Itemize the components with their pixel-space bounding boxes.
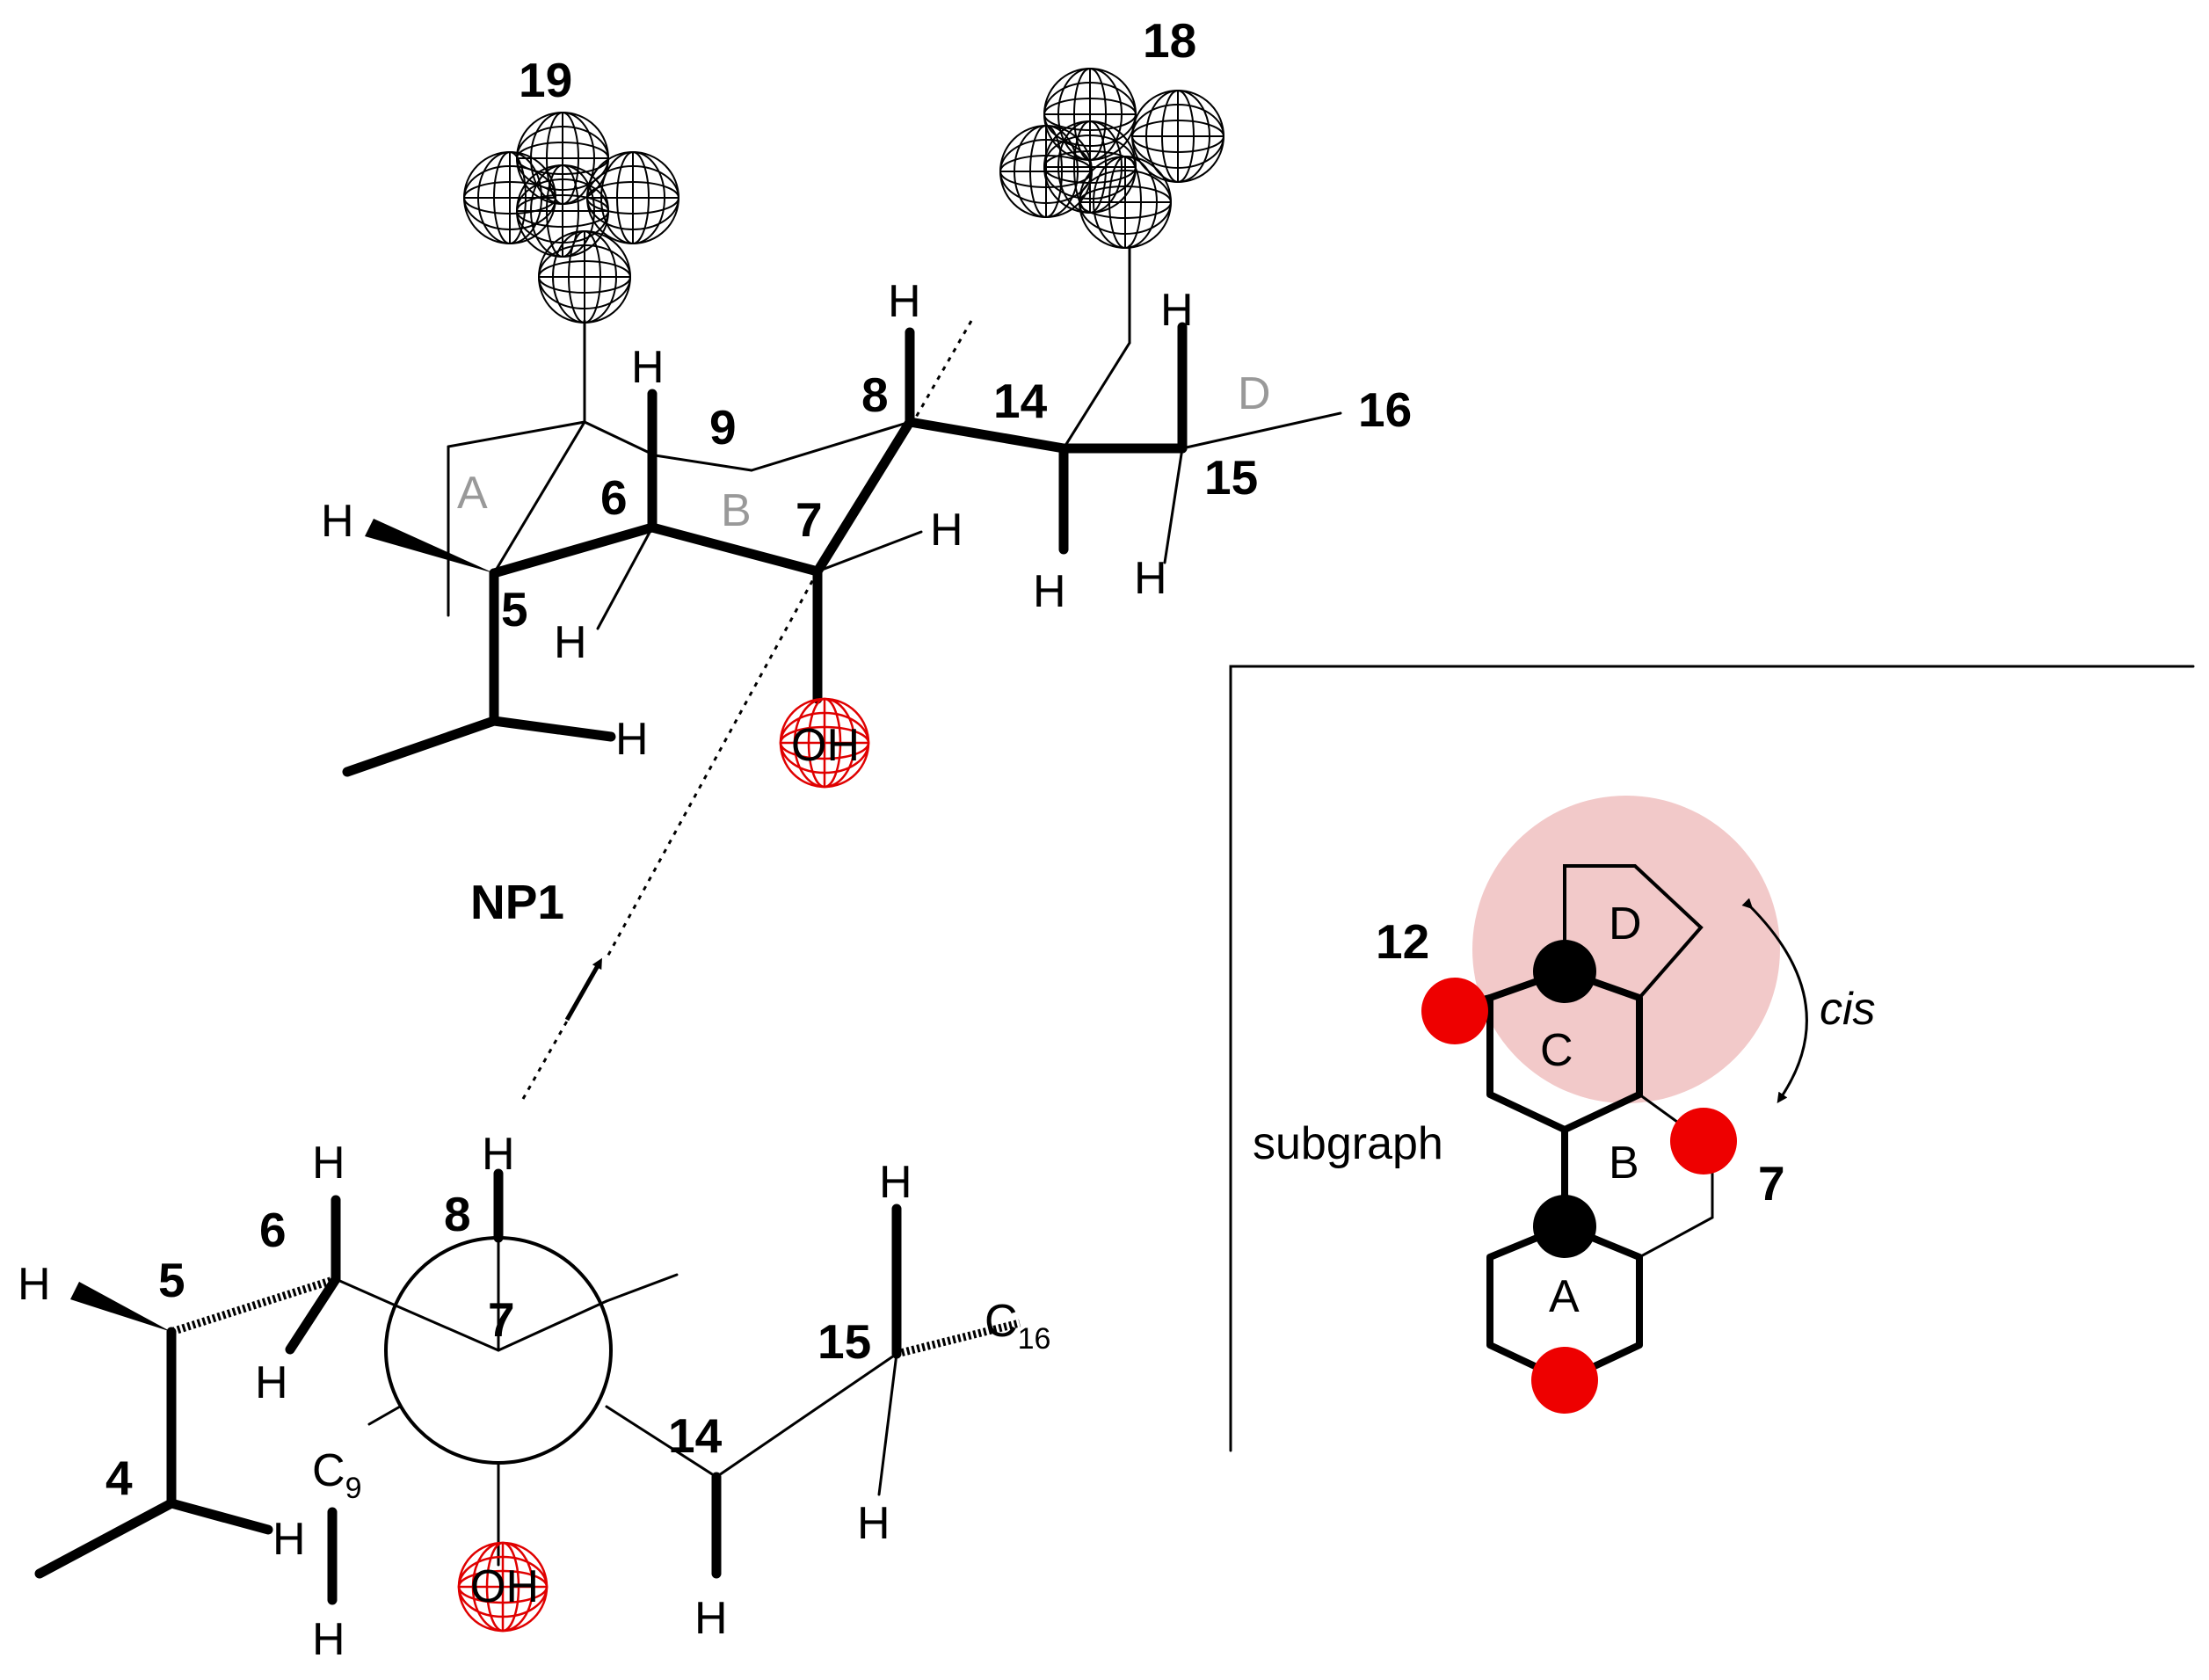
- atom-label-6: 6: [259, 1203, 287, 1257]
- hydrogen-label: H: [554, 617, 587, 668]
- ring-d-highlight: [1472, 796, 1780, 1103]
- atom-label-9: 9: [709, 400, 737, 455]
- hydrogen-label: H: [631, 342, 665, 393]
- atom-label-12: 12: [1376, 914, 1429, 969]
- subgraph-label: subgraph: [1253, 1118, 1443, 1169]
- atom-label-8: 8: [861, 367, 889, 422]
- methyl-18-spheres: [999, 68, 1224, 249]
- carbon-9-label: C9: [312, 1445, 361, 1505]
- atom-label-14: 14: [993, 374, 1048, 428]
- conformer-bonds: [342, 244, 1342, 959]
- ring-label-c: C: [1540, 1025, 1573, 1076]
- hydrogen-label: H: [888, 276, 921, 327]
- atom-label-7: 7: [1758, 1156, 1785, 1211]
- atom-label-16: 16: [1358, 382, 1412, 437]
- conformer-np1: 19 18 9 8 14 16 6 7 15 5 A B D H H H H H…: [321, 13, 1412, 959]
- atom-label-14: 14: [668, 1408, 723, 1463]
- hydrogen-label: H: [321, 496, 354, 547]
- atom-label-8: 8: [444, 1187, 471, 1241]
- methyl-19-spheres: [463, 112, 679, 324]
- hydrogen-label: H: [312, 1138, 345, 1189]
- black-marker: [1533, 1195, 1596, 1258]
- ring-label-b: B: [721, 485, 752, 536]
- hydrogen-label: H: [255, 1357, 288, 1408]
- hydrogen-label: H: [857, 1498, 890, 1549]
- red-marker-12: [1421, 978, 1488, 1044]
- newman-bonds: [34, 1168, 1021, 1605]
- atom-label-19: 19: [519, 53, 572, 107]
- inset-frame: [1229, 665, 2195, 1452]
- red-marker: [1531, 1347, 1598, 1414]
- atom-label-15: 15: [1204, 450, 1258, 505]
- ring-label-b: B: [1609, 1138, 1639, 1189]
- cis-label: cis: [1820, 984, 1876, 1035]
- red-marker-7: [1670, 1108, 1737, 1175]
- hydrogen-label: H: [1160, 285, 1194, 336]
- hydrogen-label: H: [272, 1514, 306, 1565]
- ring-label-d: D: [1609, 898, 1642, 949]
- atom-label-7: 7: [488, 1292, 515, 1347]
- atom-label-7: 7: [796, 492, 823, 547]
- hydroxyl-label: OH: [470, 1561, 539, 1612]
- atom-label-5: 5: [501, 582, 528, 636]
- subgraph-inset: 12 7 D C B A subgraph cis: [1229, 665, 2195, 1452]
- ring-label-a: A: [457, 468, 488, 519]
- atom-label-18: 18: [1143, 13, 1196, 68]
- hydrogen-label: H: [18, 1259, 51, 1310]
- black-marker: [1533, 940, 1596, 1003]
- hydrogen-label: H: [482, 1129, 515, 1180]
- hydrogen-label: H: [1033, 566, 1066, 617]
- atom-label-5: 5: [158, 1253, 185, 1307]
- atom-label-4: 4: [105, 1451, 133, 1505]
- atom-label-15: 15: [817, 1314, 871, 1369]
- hydrogen-label: H: [694, 1593, 728, 1644]
- conformer-name-label: NP1: [470, 875, 564, 929]
- atom-label-6: 6: [600, 470, 628, 525]
- ring-label-d: D: [1238, 368, 1271, 419]
- hbond-arrow: [521, 957, 602, 1100]
- ring-label-a: A: [1549, 1271, 1580, 1322]
- newman-projection: 6 5 8 7 15 14 4 H H H H H H H H H C9 C16…: [18, 1129, 1050, 1665]
- hydrogen-label: H: [615, 714, 649, 765]
- hydrogen-label: H: [879, 1157, 912, 1208]
- hydroxyl-label: OH: [791, 720, 860, 771]
- carbon-16-label: C16: [985, 1296, 1050, 1356]
- hydrogen-label: H: [312, 1614, 345, 1665]
- hydrogen-label: H: [1134, 553, 1167, 604]
- hydrogen-label: H: [930, 505, 963, 556]
